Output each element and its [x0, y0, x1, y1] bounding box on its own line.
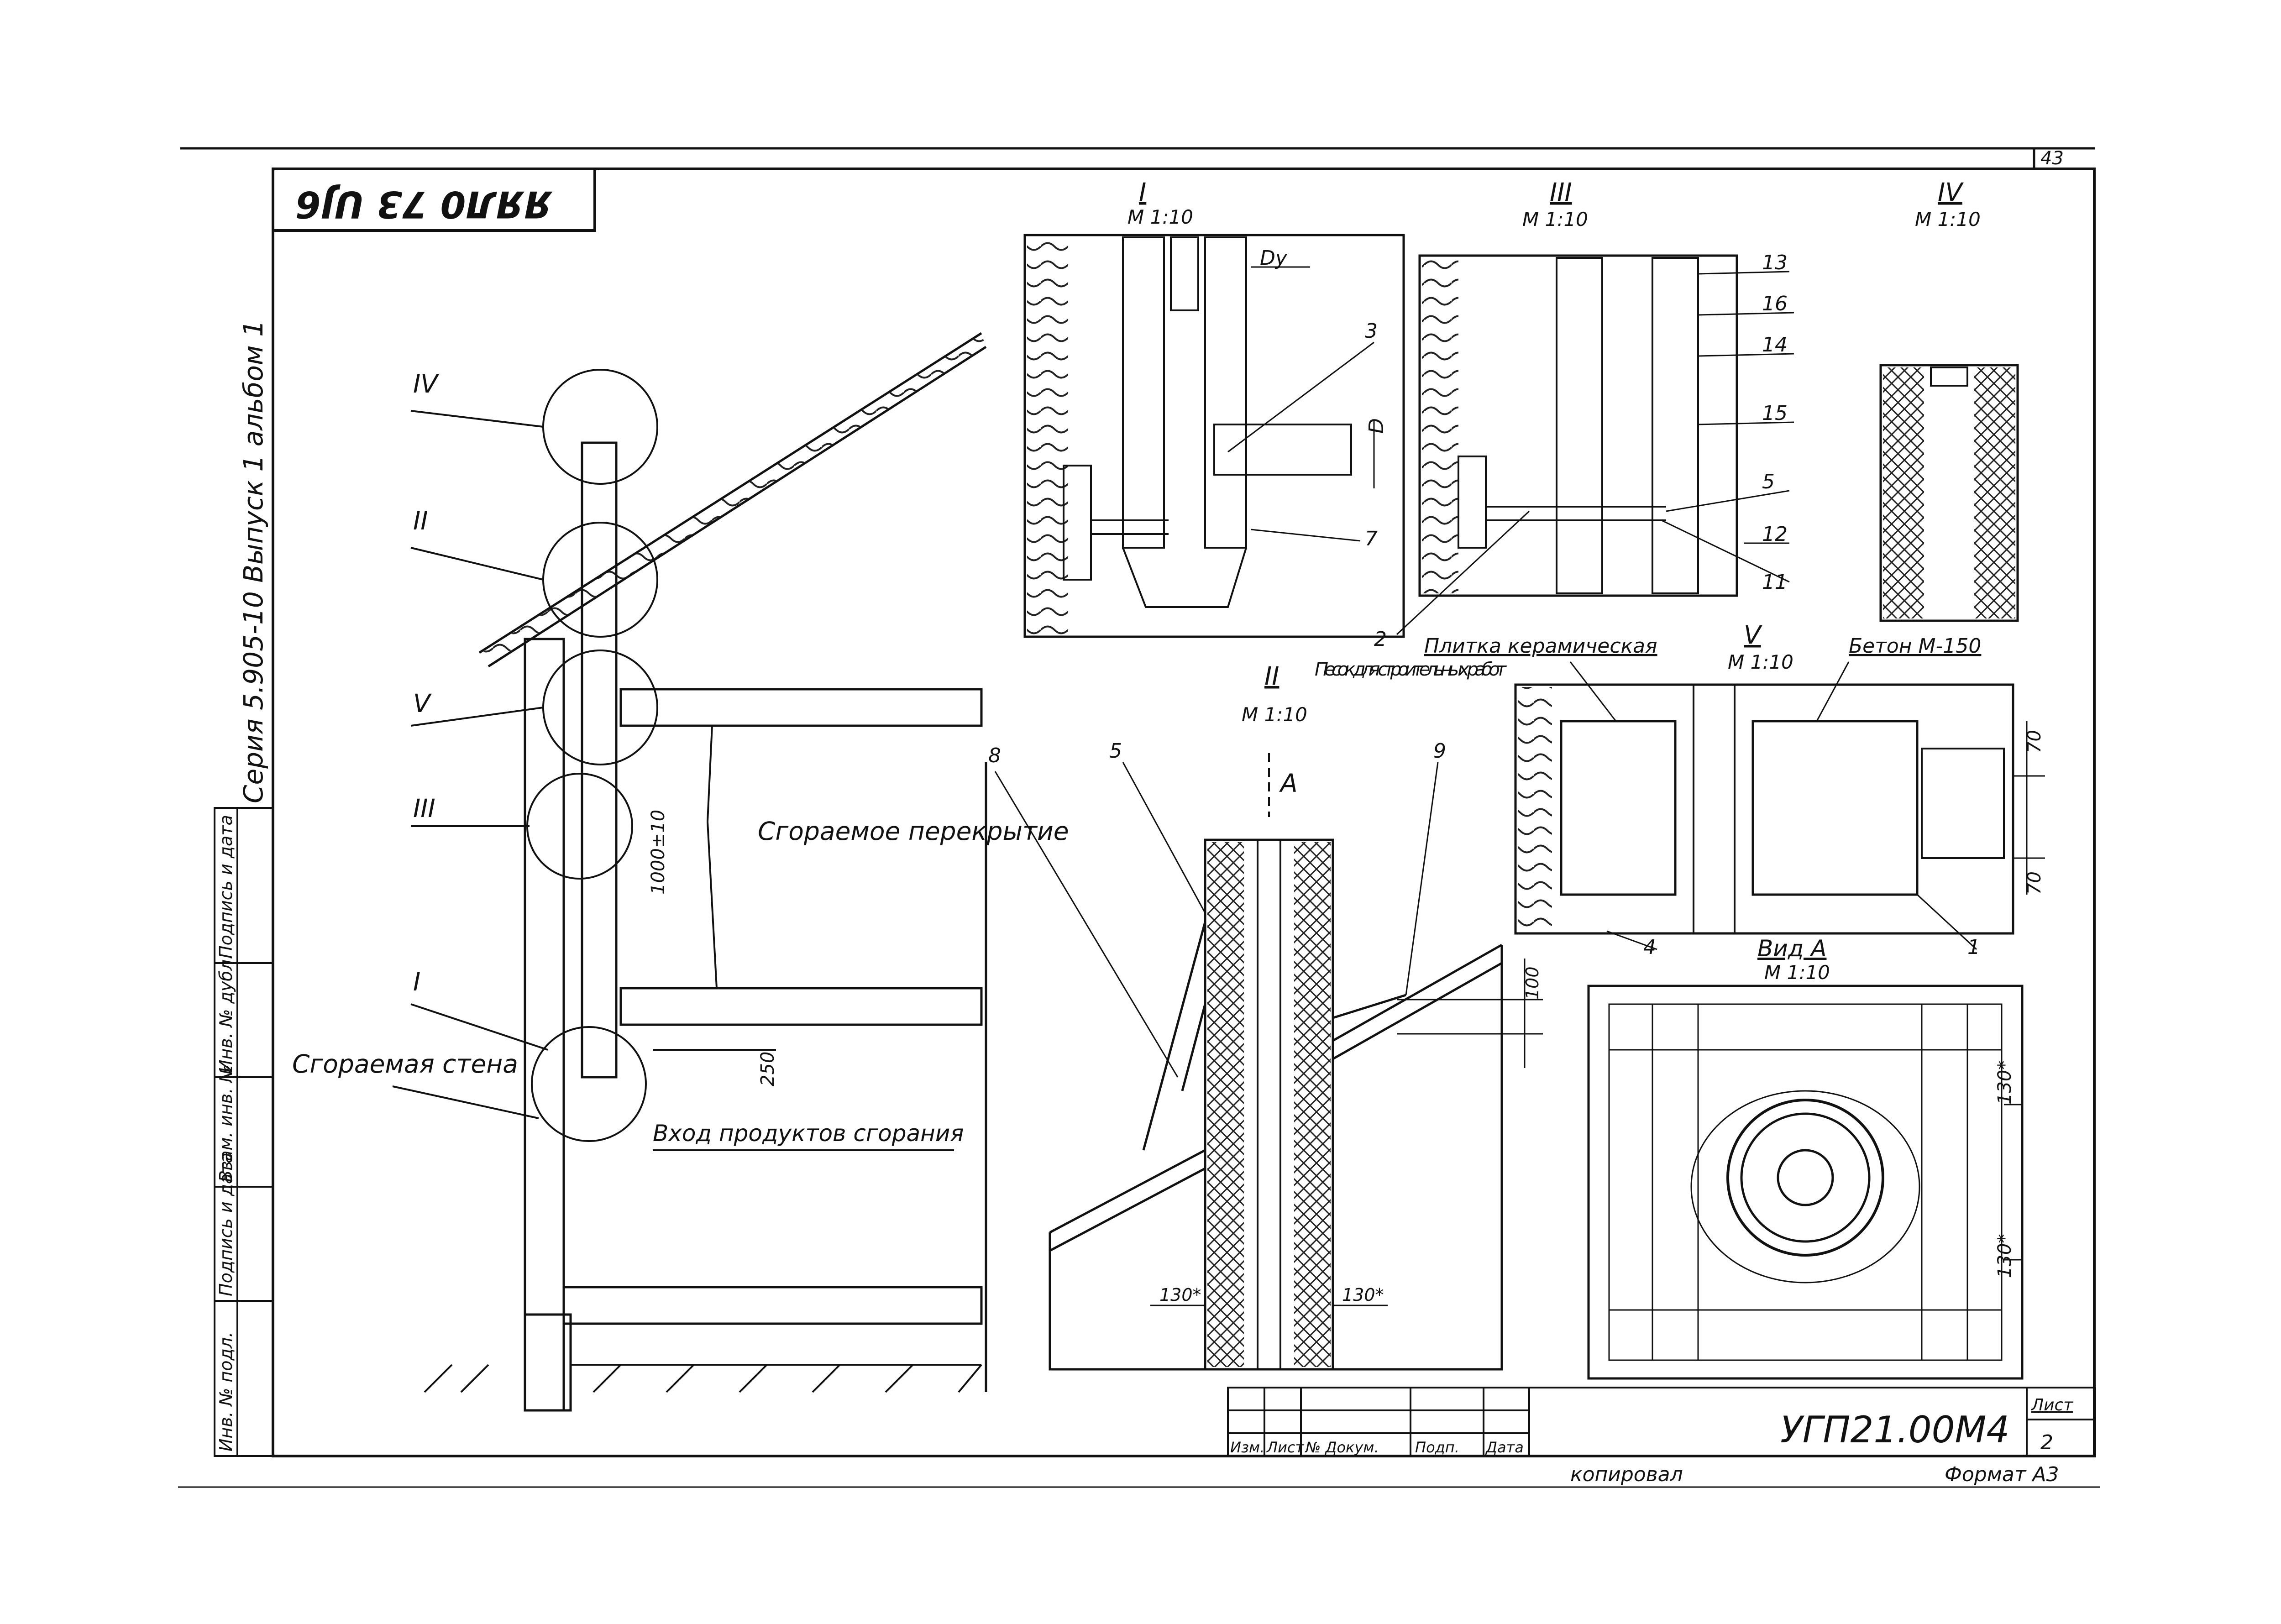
side-cell-1: Инв. № подл.	[216, 1332, 236, 1451]
callout-circle-V	[542, 650, 658, 765]
detail-I-label-D: D	[1365, 418, 1388, 434]
detail-III-label-11: 11	[1762, 571, 1788, 594]
detail-II-dim-130a: 130*	[1159, 1285, 1201, 1305]
detail-I-label-3: 3	[1365, 320, 1378, 343]
view-A-dim-130b: 130*	[1994, 1234, 2015, 1278]
detail-II-dim-100: 100	[1522, 966, 1542, 1000]
detail-I-label-2: 2	[1374, 628, 1387, 651]
floor-label: Сгораемое перекрытие	[758, 817, 1069, 846]
callout-V: V	[413, 689, 432, 718]
detail-II-title: II	[1264, 661, 1279, 691]
detail-V-dim-70a: 70	[2024, 730, 2045, 753]
detail-II-label-5: 5	[1109, 739, 1122, 763]
view-A: Вид А М 1:10 130* 130*	[1587, 935, 2024, 1380]
stamp-text: ЯЯЛ0 73 UJ6	[295, 183, 553, 225]
side-stamp	[214, 807, 274, 1457]
detail-IV-scale: М 1:10	[1915, 208, 1981, 231]
wall-label: Сгораемая стена	[292, 1049, 518, 1079]
side-cell-4: Инв. № дубл.	[216, 954, 236, 1073]
view-A-scale: М 1:10	[1764, 961, 1830, 984]
concrete-label: Бетон М-150	[1849, 634, 1981, 658]
tb-col-date: Дата	[1485, 1439, 1524, 1456]
detail-I-title: I	[1139, 178, 1146, 207]
detail-I-scale: М 1:10	[1127, 206, 1193, 228]
floor-ground	[562, 1286, 983, 1325]
callout-circle-I	[531, 1026, 647, 1142]
side-cell-5: Подпись и дата	[216, 815, 236, 959]
series-text: Серия 5.905-10 Выпуск 1 альбом 1	[238, 320, 269, 803]
combustible-wall	[524, 638, 565, 1412]
detail-III-scale: М 1:10	[1522, 208, 1588, 231]
detail-I: I М 1:10 Dy D 3 7 2	[1023, 178, 1405, 651]
title-block	[1227, 1387, 2096, 1457]
detail-II: II М 1:10 А	[988, 659, 1543, 1371]
detail-III-title: III	[1550, 178, 1572, 207]
dim-250: 250	[757, 1052, 778, 1086]
dim-spacing: 1000±10	[648, 810, 669, 895]
detail-III-label-13: 13	[1762, 251, 1788, 274]
detail-V-scale: М 1:10	[1728, 651, 1793, 673]
detail-V-dim-70b: 70	[2024, 871, 2045, 895]
view-A-dim-130a: 130*	[1994, 1061, 2015, 1105]
copied-label: копировал	[1570, 1463, 1683, 1486]
detail-V-label-1: 1	[1967, 936, 1980, 959]
tb-col-izm: Изм.	[1230, 1439, 1264, 1456]
tile-label: Плитка керамическая	[1424, 634, 1657, 658]
detail-III-label-15: 15	[1762, 402, 1788, 425]
stamp-box: ЯЯЛ0 73 UJ6	[272, 168, 596, 232]
callout-I: I	[413, 967, 420, 996]
detail-V-label-4: 4	[1643, 936, 1656, 959]
detail-I-label-Dy: Dy	[1260, 246, 1288, 270]
side-stamp-cells: Инв. № подл. Подпись и дата Взам. инв. №…	[216, 815, 236, 1451]
detail-III-label-12: 12	[1762, 523, 1788, 546]
detail-II-scale: М 1:10	[1242, 703, 1307, 726]
detail-III-label-14: 14	[1762, 333, 1788, 356]
callout-IV: IV	[413, 369, 439, 398]
chimney-pipe	[581, 441, 618, 1079]
detail-III-label-5: 5	[1762, 470, 1775, 493]
detail-III-label-16: 16	[1762, 292, 1788, 315]
doc-code: УГП21.00М4	[1780, 1409, 2009, 1451]
tb-col-sign: Подп.	[1415, 1439, 1459, 1456]
callout-circle-IV	[542, 369, 658, 485]
side-cell-3: Взам. инв. №	[216, 1064, 236, 1182]
detail-II-label-9: 9	[1433, 739, 1446, 763]
view-A-title: Вид А	[1757, 935, 1826, 962]
side-cell-2: Подпись и дата	[216, 1153, 236, 1296]
sand-label: Песок для строительных работ	[1315, 659, 1507, 680]
inlet-label: Вход продуктов сгорания	[653, 1120, 964, 1147]
callout-III: III	[413, 794, 435, 823]
detail-II-view-arrow: А	[1279, 769, 1298, 798]
detail-II-dim-130b: 130*	[1342, 1285, 1384, 1305]
floor-lower	[619, 987, 983, 1026]
floor-upper	[619, 688, 983, 727]
format-label: Формат А3	[1945, 1463, 2059, 1486]
callout-II: II	[413, 506, 428, 535]
detail-IV-title: IV	[1938, 178, 1964, 207]
sheet-label: Лист	[2030, 1396, 2073, 1414]
detail-I-label-7: 7	[1365, 527, 1378, 550]
detail-V: V М 1:10 Плитка керамическая Бетон М-150…	[1424, 620, 2045, 959]
detail-V-title: V	[1744, 620, 1762, 650]
sheet-frame	[178, 147, 2100, 1488]
page-number: 43	[2040, 148, 2064, 169]
main-elevation: IV II V III I Сгораемое перекрытие Сгора…	[292, 332, 1069, 1412]
detail-IV: IV М 1:10	[1879, 178, 2019, 622]
sheet-number: 2	[2040, 1431, 2053, 1454]
tb-col-list: Лист	[1266, 1439, 1304, 1456]
tb-col-doc: № Докум.	[1305, 1439, 1379, 1456]
detail-II-label-8: 8	[988, 744, 1001, 767]
detail-III: III М 1:10 13 16 14 15 5 12 11	[1396, 178, 1794, 635]
